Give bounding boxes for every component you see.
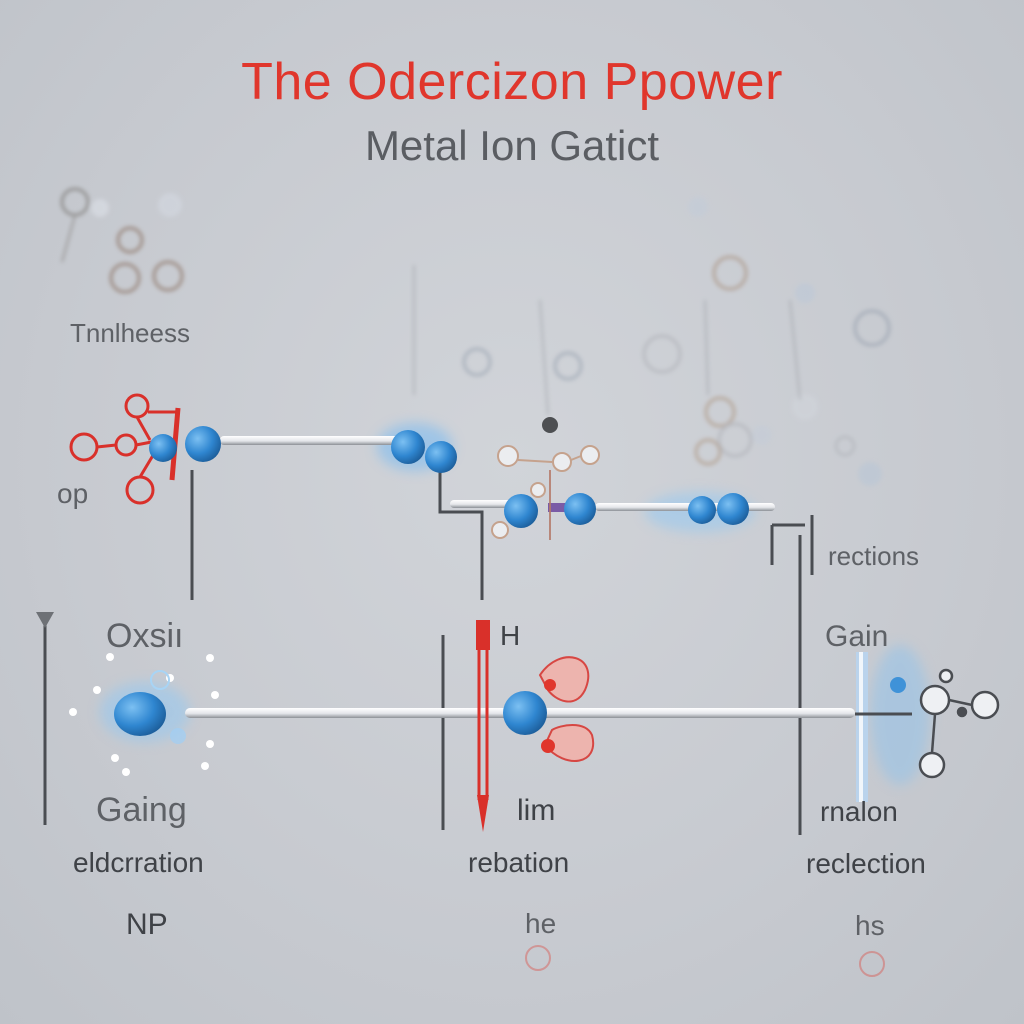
label-np: NP [126,908,168,941]
label-malon: rnalon [820,796,898,827]
diagram-title: The Odercizon Ppower [241,53,783,111]
arrow-head-top-left [36,612,54,628]
upper-atoms [149,417,749,528]
bottom-rings [525,945,885,977]
label-reclection: reclection [806,848,926,879]
label-h: H [500,620,521,651]
label-gain: Gain [825,620,889,653]
purple-bond [548,503,570,512]
label-rebation: rebation [468,847,570,878]
label-op: op [57,478,89,509]
right-molecule [855,668,1000,779]
upper-rod-mid [450,500,515,508]
label-oxsit: Oxsiı [106,617,184,655]
background-molecules [60,187,891,486]
label-top-left: Tnnlheess [70,318,190,348]
red-bracket-center [476,620,595,832]
label-hs: hs [855,910,885,941]
connector-lines [43,455,814,835]
right-tube [856,652,906,802]
label-eldcrration: eldcrration [73,847,204,878]
label-rections: rections [828,541,920,571]
lower-left-atom-group [69,653,219,776]
label-gaing: Gaing [96,791,187,829]
diagram-subtitle: Metal Ion Gatict [364,122,660,169]
label-he: he [525,908,557,939]
upper-rod-left [220,436,400,445]
central-cluster [491,445,600,540]
label-lim: lim [517,794,556,827]
